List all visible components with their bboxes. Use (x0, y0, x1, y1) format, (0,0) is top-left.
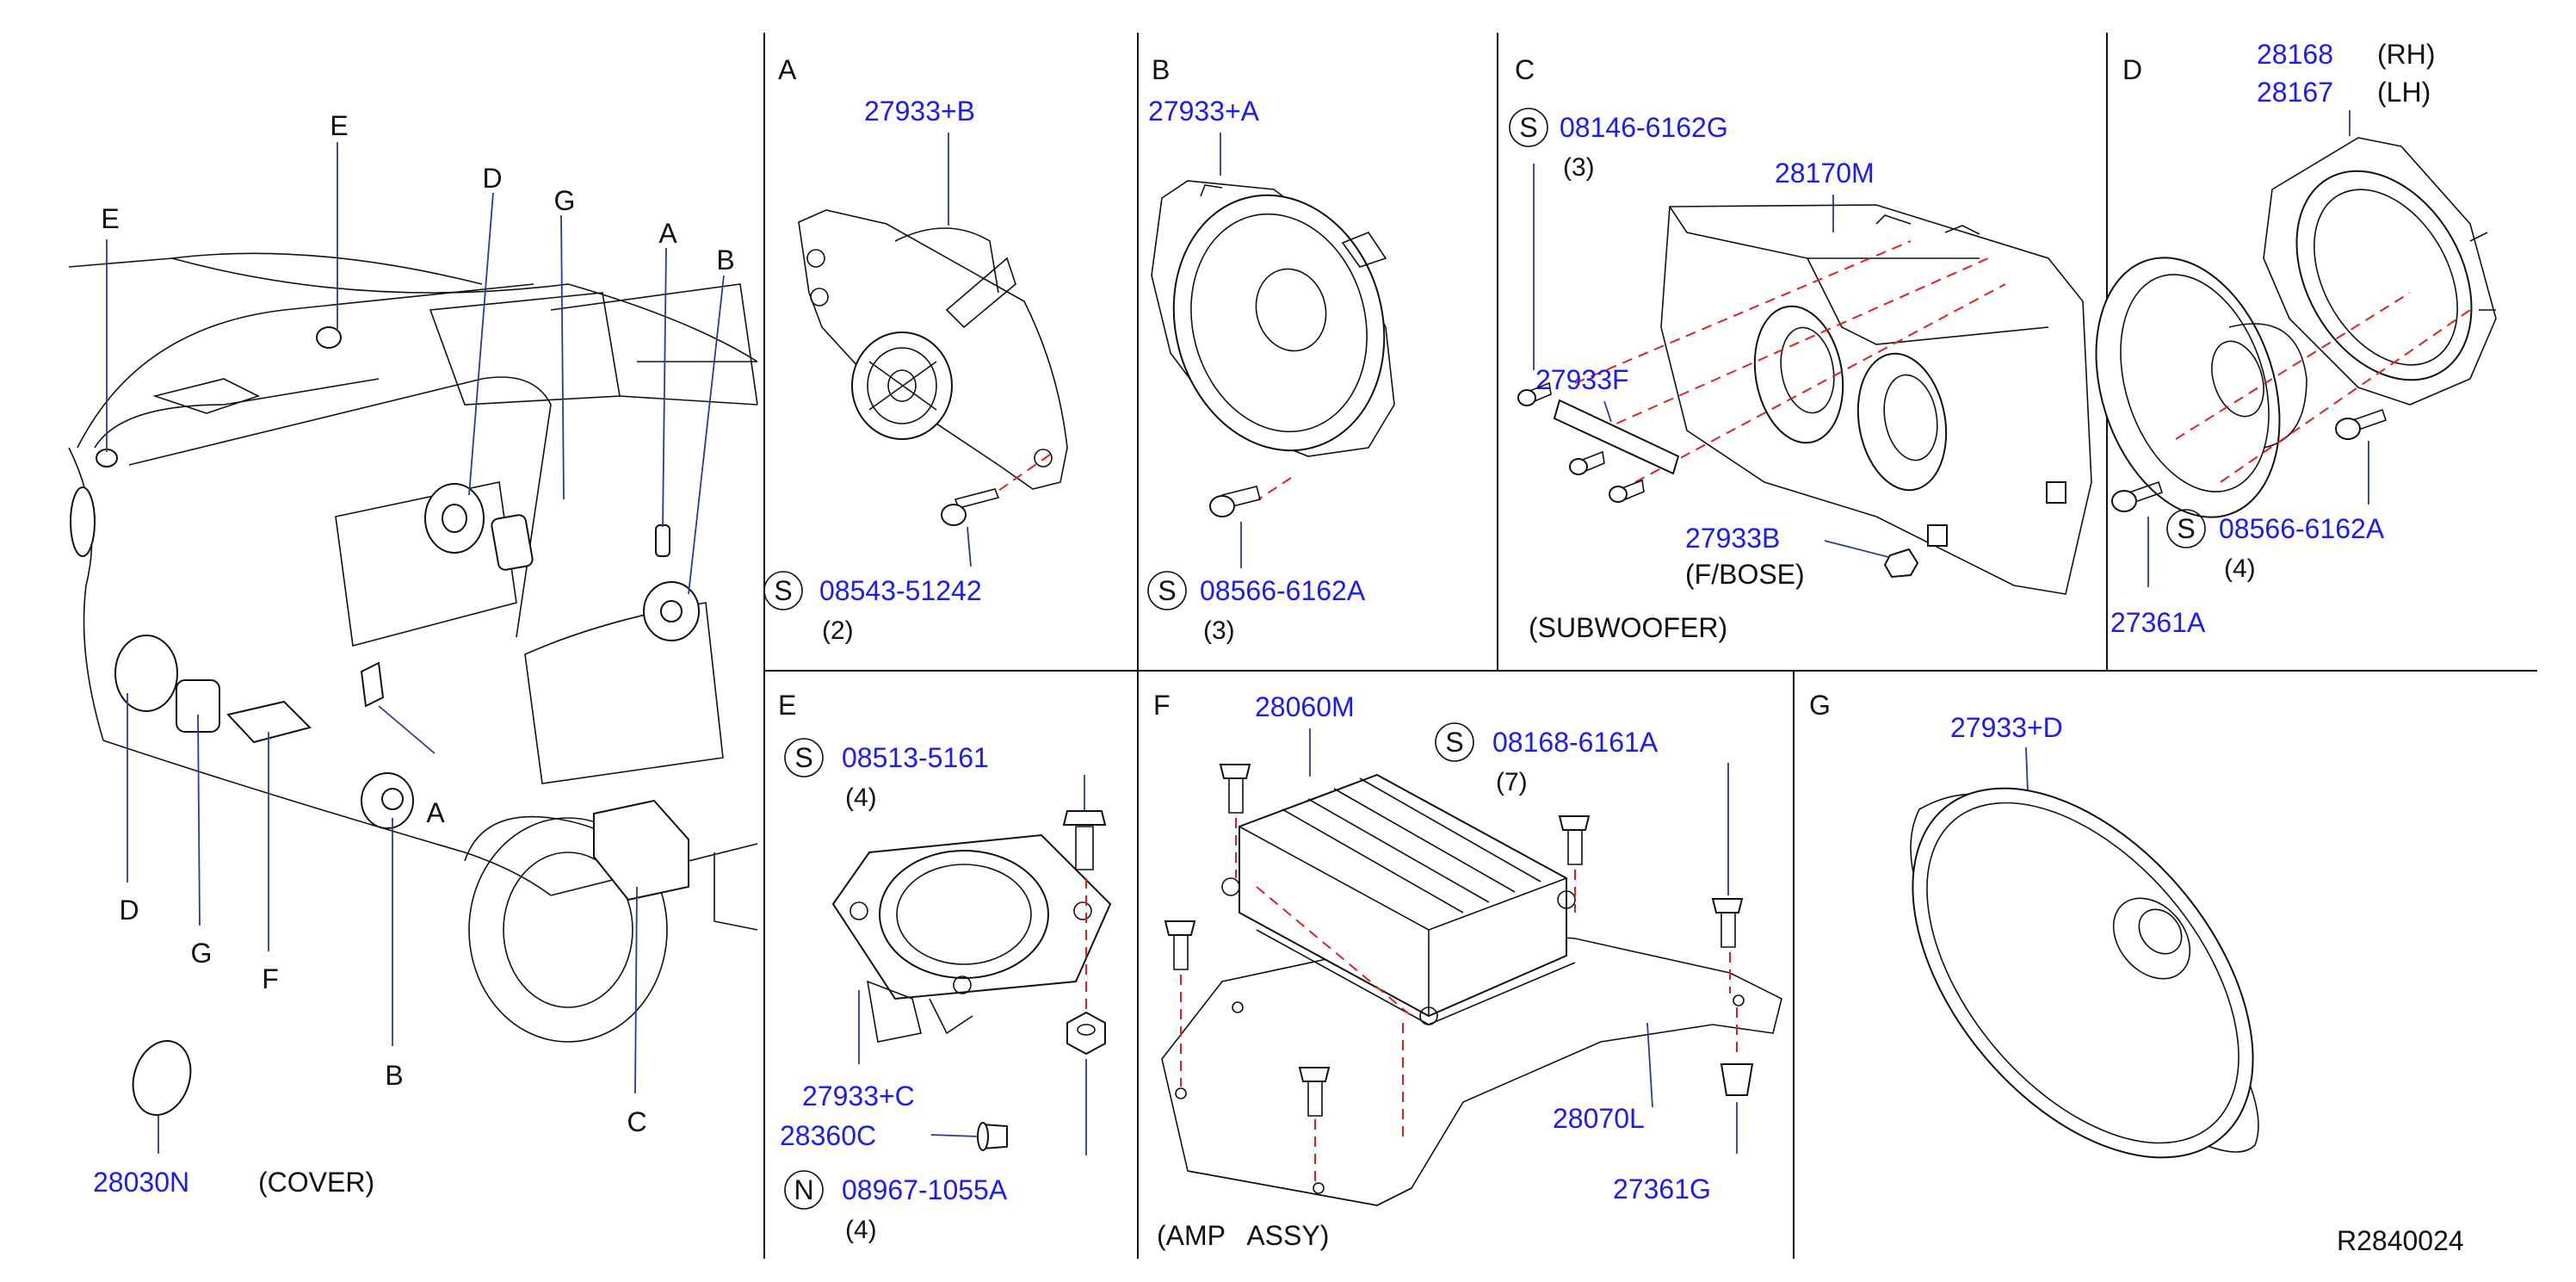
part-27933b: 27933B (1685, 523, 1780, 554)
lh-label: (LH) (2377, 77, 2431, 108)
section-c-letter: C (1515, 54, 1535, 85)
part-08967-1055a: 08967-1055A (842, 1174, 1008, 1205)
section-g-letter: G (1809, 690, 1831, 721)
section-grid (763, 33, 2537, 1259)
qty-d: (4) (2224, 554, 2256, 583)
part-08566-6162a-d: 08566-6162A (2219, 513, 2385, 544)
qty-a: (2) (822, 616, 854, 645)
section-g: G 27933+D (1809, 690, 2259, 1159)
callout-g-bottom: G (191, 938, 213, 969)
qty-e-screw: (4) (845, 783, 877, 812)
part-27933f: 27933F (1535, 364, 1629, 395)
part-08168-6161a: 08168-6161A (1492, 727, 1659, 758)
screw-symbol-s-a: S (774, 575, 792, 606)
part-28060m: 28060M (1255, 691, 1355, 722)
callout-c-bottom: C (627, 1106, 646, 1137)
part-cover-28030N: 28030N (93, 1167, 189, 1198)
caption-subwoofer: (SUBWOOFER) (1529, 612, 1727, 643)
section-a: A 27933+B S 08543-51242 (2) (763, 54, 1068, 645)
screw-symbol-s-e: S (794, 742, 812, 773)
section-a-letter: A (778, 54, 797, 85)
caption-amp-assy: (AMP ASSY) (1157, 1220, 1329, 1251)
part-28070l: 28070L (1553, 1103, 1645, 1134)
screw-symbol-s-b: S (1158, 575, 1176, 606)
callout-e-left: E (101, 203, 119, 234)
callout-a-top: A (658, 218, 677, 249)
part-08513-5161: 08513-5161 (842, 742, 989, 773)
screw-symbol-s-c: S (1519, 112, 1537, 143)
section-e-letter: E (778, 690, 796, 721)
rh-label: (RH) (2377, 39, 2436, 70)
cover-label: (COVER) (258, 1167, 374, 1198)
part-28167: 28167 (2257, 77, 2333, 108)
diagram-id: R2840024 (2337, 1225, 2464, 1256)
screw-symbol-s-d: S (2177, 513, 2195, 544)
nut-symbol-n-e: N (794, 1174, 813, 1205)
part-27933-a: 27933+A (1148, 96, 1260, 127)
section-b: B 27933+A S 08566-6162A (3) (1147, 54, 1395, 645)
callout-d-top: D (482, 163, 502, 194)
part-27933-b: 27933+B (864, 96, 975, 127)
nut-note-f-bose: (F/BOSE) (1685, 559, 1805, 590)
callout-g-top: G (554, 185, 576, 216)
part-27933-c: 27933+C (802, 1081, 915, 1112)
section-c: C S 08146-6162G (3) 28170M 27933F 27933B (1509, 54, 2092, 643)
callout-f-bottom: F (262, 963, 279, 994)
section-d: D 28168 (RH) 28167 (LH) S 08566-6162A (4… (2095, 39, 2497, 638)
section-f: F 28060M S 08168-6161A (7) (1153, 690, 1782, 1251)
callout-e-top: E (330, 110, 348, 141)
part-08146-6162g: 08146-6162G (1560, 112, 1728, 143)
part-27361a: 27361A (2110, 607, 2206, 638)
section-f-letter: F (1153, 690, 1171, 721)
qty-f: (7) (1496, 768, 1528, 796)
part-08566-6162a-b: 08566-6162A (1200, 575, 1366, 606)
qty-e-nut: (4) (845, 1216, 877, 1244)
section-b-letter: B (1152, 54, 1170, 85)
part-28168: 28168 (2257, 39, 2333, 70)
callout-b-bottom: B (385, 1060, 403, 1091)
part-08543-51242: 08543-51242 (819, 575, 982, 606)
part-28170m: 28170M (1775, 158, 1875, 189)
callout-a-mid: A (426, 797, 445, 828)
qty-b: (3) (1203, 616, 1235, 645)
callout-b-top: B (716, 245, 734, 276)
part-27361g: 27361G (1613, 1174, 1711, 1205)
part-27933-d: 27933+D (1950, 712, 2063, 743)
callout-d-bottom: D (119, 895, 139, 926)
section-d-letter: D (2122, 54, 2142, 85)
section-e: E S 08513-5161 (4) 27933+C 28360C N 0896… (778, 690, 1112, 1244)
part-28360c: 28360C (780, 1120, 876, 1151)
screw-symbol-s-f: S (1445, 727, 1463, 758)
qty-c: (3) (1563, 153, 1595, 182)
vehicle-overview: E E D G A B A D G F B C 28030N (COVER) (68, 110, 758, 1198)
